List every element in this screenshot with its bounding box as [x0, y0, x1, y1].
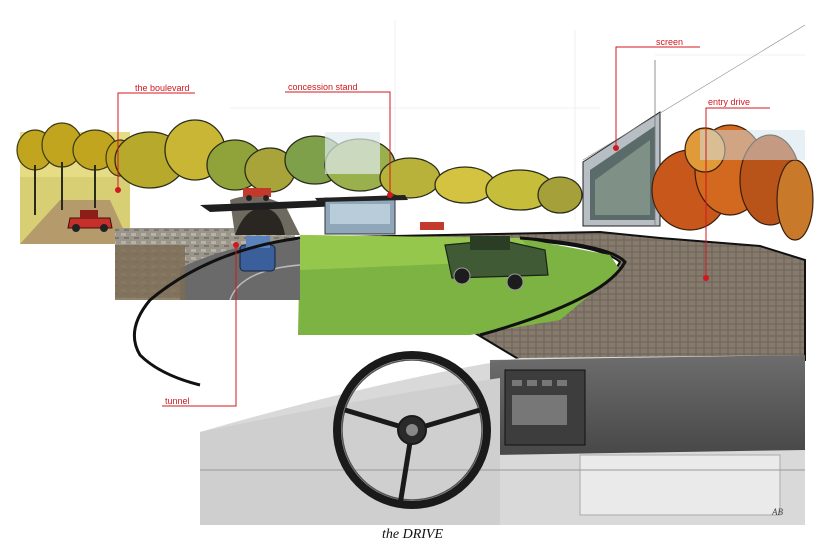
steering-wheel	[333, 351, 491, 509]
small-red-car	[243, 188, 271, 201]
tunnel-road	[180, 236, 301, 301]
label-concession-stand: concession stand	[288, 82, 358, 92]
label-screen: screen	[656, 37, 684, 47]
label-entry-drive: entry drive	[708, 97, 751, 107]
parked-red-car	[420, 222, 444, 230]
annotation-leaders	[115, 46, 770, 407]
car-dashboard	[200, 355, 805, 525]
red-sports-car	[67, 210, 113, 232]
drive-outline	[132, 236, 301, 387]
classic-green-car	[444, 236, 549, 291]
ground-patch	[115, 245, 185, 300]
drive-in-screen	[582, 24, 806, 227]
boulevard-panel	[16, 122, 135, 244]
sky-gap	[700, 130, 805, 160]
figure-caption: the DRIVE	[381, 527, 444, 542]
label-tunnel: tunnel	[165, 396, 190, 406]
concession-stand	[243, 188, 444, 235]
artist-signature: AB	[772, 507, 783, 517]
lawn-area	[298, 235, 620, 335]
sky-patch	[325, 132, 380, 174]
label-the-boulevard: the boulevard	[135, 83, 190, 93]
